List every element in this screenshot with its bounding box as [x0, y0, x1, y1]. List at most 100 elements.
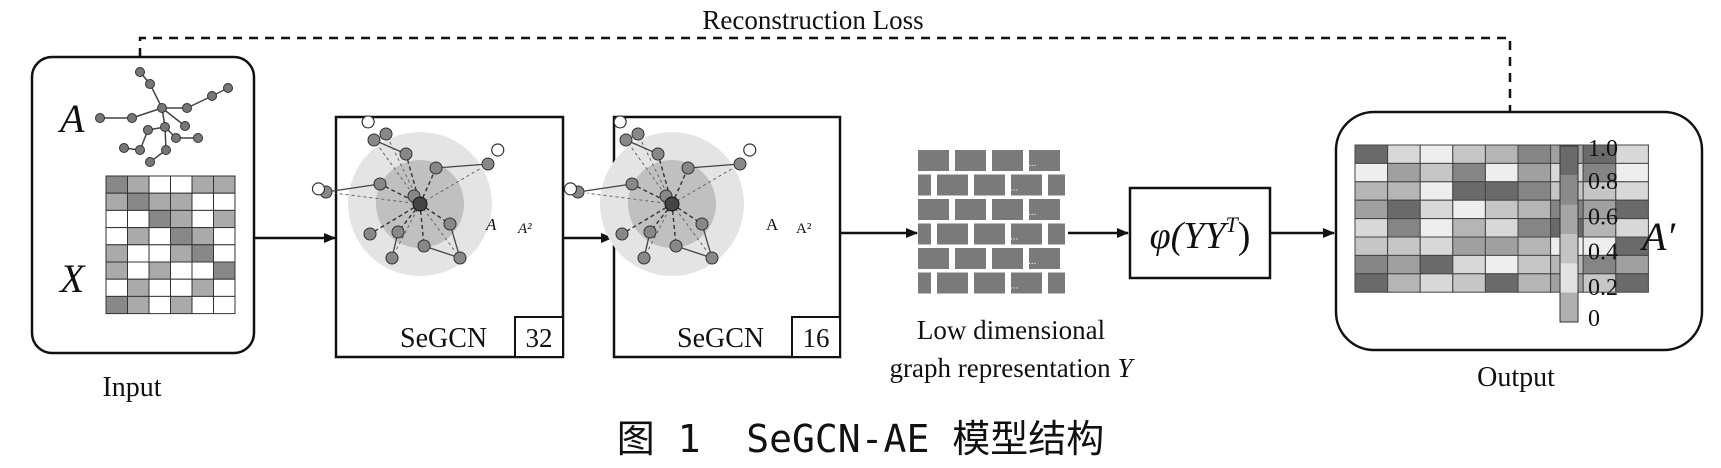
matrix-cell: [1517, 181, 1552, 201]
embedding-cell: [974, 223, 1005, 245]
matrix-cell: [1484, 181, 1519, 201]
matrix-cell: [191, 261, 214, 280]
graph-node: [207, 91, 217, 101]
embedding-cell: [937, 223, 968, 245]
feature-matrix-x: [105, 175, 236, 315]
matrix-cell: [1387, 181, 1421, 201]
embedding-y-blocks: ..................: [918, 150, 1065, 294]
segcn2-dim-box: [791, 316, 841, 358]
graph-node: [363, 227, 377, 241]
matrix-cell: [191, 192, 214, 211]
embedding-cell: [1029, 150, 1060, 171]
matrix-cell: [170, 278, 193, 297]
matrix-cell: [1387, 236, 1421, 256]
embedding-cell: [918, 199, 949, 220]
embedding-cell: [1011, 174, 1042, 196]
matrix-cell: [170, 175, 193, 194]
matrix-cell: [170, 227, 193, 246]
matrix-cell: [1517, 199, 1552, 220]
matrix-cell: [170, 244, 193, 263]
matrix-cell: [1484, 199, 1519, 220]
input-matrix-a-label: A: [57, 96, 85, 141]
graph-node: [373, 177, 387, 191]
graph-edge: [131, 107, 163, 119]
matrix-cell: [1484, 144, 1519, 164]
matrix-cell: [148, 295, 171, 315]
matrix-cell: [1354, 273, 1389, 293]
matrix-cell: [1484, 254, 1519, 275]
matrix-cell: [213, 295, 236, 315]
graph-node: [443, 217, 457, 231]
colorbar-segment: [1560, 292, 1578, 322]
ellipsis: ...: [1010, 281, 1018, 292]
graph-node-outer: [743, 143, 757, 157]
embedding-cell: [1011, 272, 1042, 294]
input-caption: Input: [102, 372, 161, 403]
matrix-cell: [1615, 181, 1649, 201]
edge-dashed: [335, 192, 421, 205]
embedding-cell: [1048, 174, 1065, 196]
matrix-cell: [213, 227, 236, 246]
graph-node: [182, 103, 192, 113]
segcn1-dim-box: [514, 316, 564, 358]
graph-node: [143, 125, 153, 135]
graph-node: [135, 67, 145, 77]
colorbar-border: [1559, 145, 1579, 323]
matrix-cell: [170, 261, 193, 280]
graph-node: [651, 147, 665, 161]
colorbar-segment: [1560, 234, 1578, 264]
ellipsis: ...: [1028, 158, 1036, 169]
graph-node: [637, 251, 651, 265]
matrix-cell: [1419, 236, 1454, 256]
embedding-cell: [1029, 199, 1060, 220]
graph-node-outer: [311, 182, 326, 196]
colorbar-tick-label: 0.6: [1588, 204, 1618, 230]
matrix-cell: [1615, 144, 1649, 164]
colorbar-segment: [1560, 146, 1578, 176]
matrix-cell: [1419, 162, 1454, 183]
graph-node: [391, 225, 405, 239]
graph-node-outer: [563, 182, 578, 196]
matrix-cell: [1517, 218, 1552, 238]
ellipsis: ...: [1010, 183, 1018, 194]
matrix-cell: [148, 244, 171, 263]
matrix-cell: [1615, 273, 1649, 293]
graph-node: [171, 133, 181, 143]
matrix-cell: [1354, 254, 1389, 275]
matrix-cell: [191, 227, 214, 246]
segcn2-hop1-label: A: [766, 215, 779, 234]
embedding-var-y: Y: [1117, 353, 1135, 383]
embedding-cell: [955, 248, 986, 269]
matrix-cell: [1517, 162, 1552, 183]
edge-dashed: [587, 192, 673, 205]
matrix-cell: [1354, 236, 1389, 256]
matrix-cell: [191, 278, 214, 297]
edge-dashed: [671, 203, 709, 253]
matrix-cell: [1387, 144, 1421, 164]
edge-hop1: [369, 203, 421, 235]
embedding-cell: [992, 199, 1023, 220]
embedding-cell: [955, 150, 986, 171]
decoder-formula: φ(YYT): [1150, 212, 1251, 257]
matrix-cell: [127, 295, 150, 315]
matrix-cell: [105, 244, 128, 263]
colorbar-segment: [1560, 263, 1578, 293]
edge-hop2: [325, 183, 381, 193]
matrix-cell: [127, 227, 150, 246]
embedding-cell: [937, 272, 968, 294]
matrix-cell: [1419, 218, 1454, 238]
matrix-cell: [148, 227, 171, 246]
graph-node: [695, 217, 709, 231]
embedding-cell: [1029, 248, 1060, 269]
decoder-formula-close: ): [1238, 215, 1251, 257]
output-matrix-label: A′: [1639, 214, 1676, 259]
matrix-cell: [1517, 144, 1552, 164]
graph-node: [385, 251, 399, 265]
embedding-cell: [992, 248, 1023, 269]
matrix-cell: [213, 209, 236, 229]
matrix-cell: [170, 192, 193, 211]
graph-node: [615, 227, 629, 241]
embedding-cell: [937, 174, 968, 196]
segcn1-dim: 32: [526, 323, 553, 353]
